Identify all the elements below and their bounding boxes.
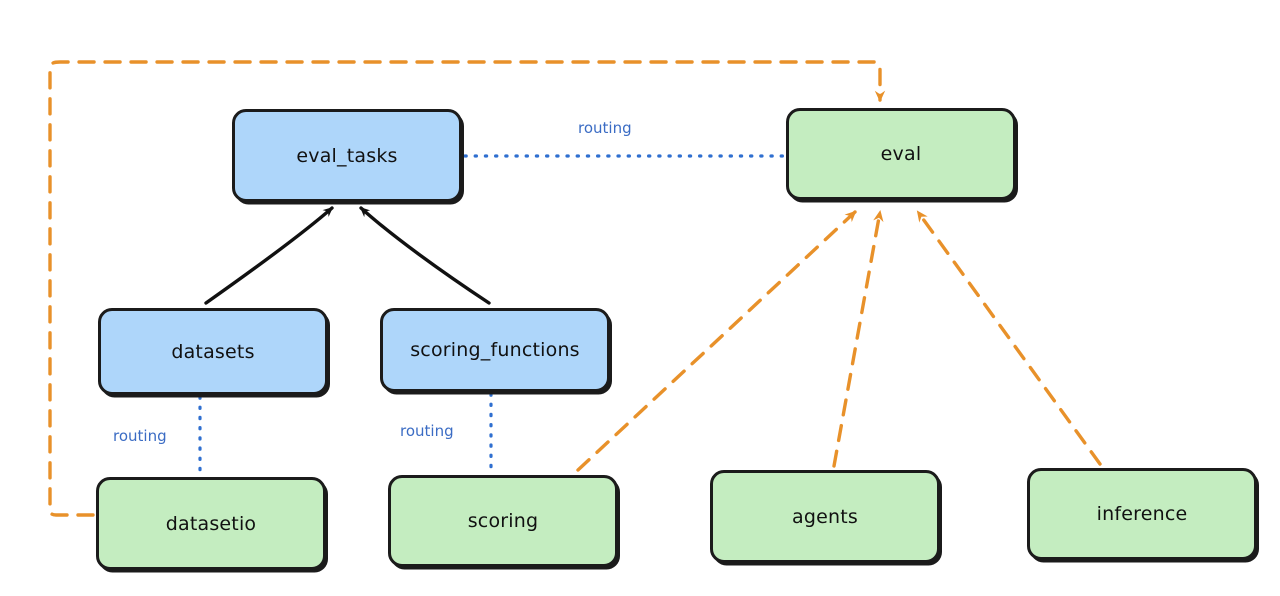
node-label: scoring bbox=[467, 510, 539, 532]
node-eval[interactable]: eval bbox=[786, 108, 1016, 200]
edge-inference-to-eval bbox=[916, 210, 1102, 466]
edge-label-routing-eval-tasks-eval: routing bbox=[578, 119, 632, 137]
node-datasetio[interactable]: datasetio bbox=[96, 477, 326, 570]
edge-scoring_functions-to-eval_tasks bbox=[359, 206, 491, 305]
node-scoring-functions[interactable]: scoring_functions bbox=[380, 308, 610, 392]
edge-datasetio-to-eval bbox=[48, 60, 886, 517]
edge-agents-to-eval bbox=[832, 210, 884, 468]
node-scoring[interactable]: scoring bbox=[388, 475, 618, 567]
node-label: eval_tasks bbox=[296, 144, 398, 167]
edge-scoring-to-eval bbox=[576, 210, 857, 472]
edge-datasets-to-eval_tasks bbox=[204, 206, 334, 305]
node-label: datasetio bbox=[165, 512, 257, 535]
node-label: inference bbox=[1096, 503, 1188, 525]
node-agents[interactable]: agents bbox=[710, 470, 940, 563]
node-inference[interactable]: inference bbox=[1027, 468, 1257, 560]
node-label: datasets bbox=[171, 340, 255, 363]
node-label: eval bbox=[880, 143, 922, 165]
node-label: agents bbox=[792, 505, 858, 528]
edge-label-routing-scoring-functions-scoring: routing bbox=[400, 422, 454, 440]
node-label: scoring_functions bbox=[410, 339, 580, 361]
node-datasets[interactable]: datasets bbox=[98, 308, 328, 395]
edge-label-routing-datasets-datasetio: routing bbox=[113, 427, 167, 445]
node-eval-tasks[interactable]: eval_tasks bbox=[232, 109, 462, 202]
